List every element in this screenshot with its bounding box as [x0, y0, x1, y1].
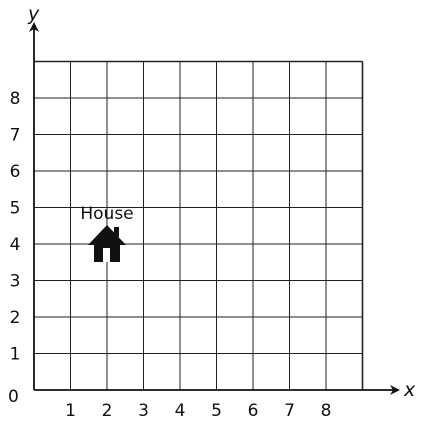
x-tick-labels: 1 2 3 4 5 6 7 8 — [65, 401, 331, 421]
landmarks: House — [80, 204, 134, 262]
grid-lines — [34, 60, 364, 390]
y-axis-label: y — [27, 3, 40, 25]
y-tick-label: 5 — [10, 199, 21, 219]
y-tick-label: 7 — [10, 126, 21, 146]
landmark-label: House — [80, 204, 133, 224]
y-tick-label: 3 — [10, 272, 21, 292]
x-tick-label: 2 — [102, 401, 113, 421]
house-icon — [88, 225, 126, 262]
y-tick-labels: 1 2 3 4 5 6 7 8 — [10, 89, 21, 365]
x-tick-label: 3 — [138, 401, 149, 421]
y-tick-label: 4 — [10, 235, 21, 255]
y-tick-label: 1 — [10, 345, 21, 365]
x-tick-label: 7 — [284, 401, 295, 421]
x-axis-label: x — [403, 379, 416, 401]
origin-label: 0 — [8, 387, 19, 407]
x-tick-label: 4 — [175, 401, 186, 421]
x-tick-label: 8 — [321, 401, 332, 421]
x-tick-label: 6 — [248, 401, 259, 421]
y-tick-label: 8 — [10, 89, 21, 109]
y-tick-label: 2 — [10, 308, 21, 328]
x-tick-label: 1 — [65, 401, 76, 421]
y-tick-label: 6 — [10, 162, 21, 182]
x-tick-label: 5 — [211, 401, 222, 421]
